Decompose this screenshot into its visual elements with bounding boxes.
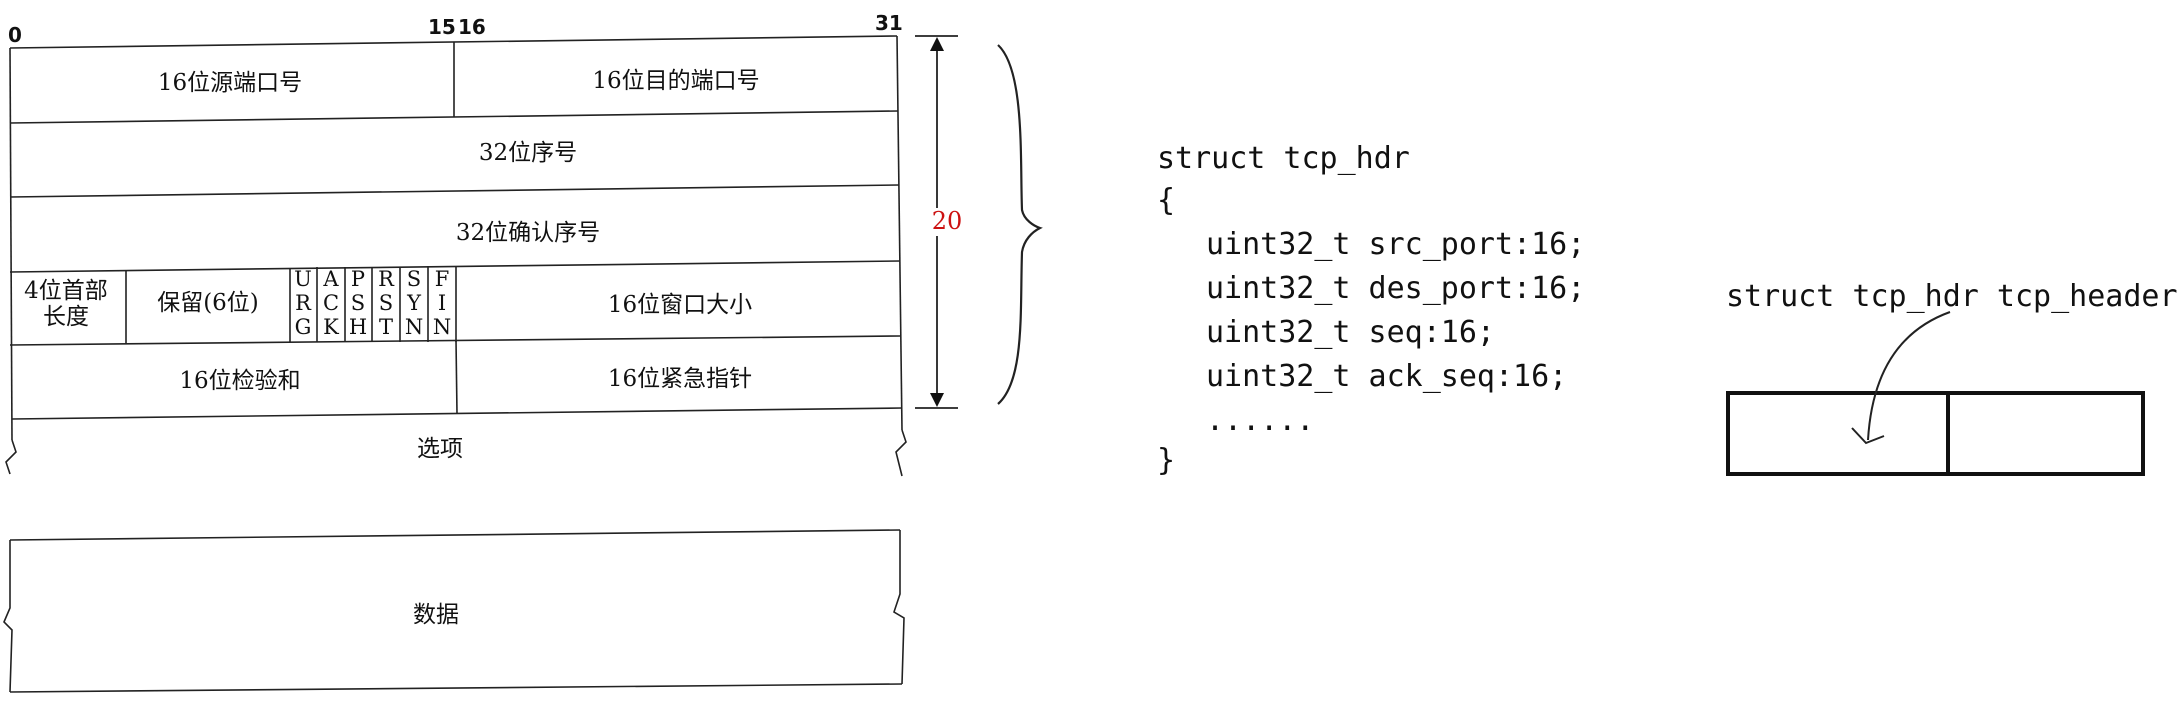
svg-text:I: I	[438, 291, 446, 315]
memory-layout-box	[1726, 391, 2145, 476]
svg-text:F: F	[435, 267, 450, 291]
code-line-7: ......	[1206, 403, 1314, 438]
field-destination-port: 16位目的端口号	[592, 68, 759, 94]
field-sequence-number: 32位序号	[479, 140, 577, 166]
svg-text:K: K	[323, 315, 339, 339]
svg-text:R: R	[295, 291, 312, 315]
svg-text:S: S	[351, 291, 365, 315]
svg-text:R: R	[378, 267, 395, 291]
flag-ack: A C K	[322, 267, 339, 339]
pointer-arrow	[1867, 311, 1951, 441]
flag-urg: U R G	[294, 267, 312, 339]
flag-fin: F I N	[433, 267, 451, 339]
flag-psh: P S H	[349, 267, 367, 339]
svg-text:N: N	[433, 315, 451, 339]
svg-text:T: T	[379, 315, 393, 339]
field-window-size: 16位窗口大小	[608, 292, 752, 318]
field-reserved: 保留(6位)	[157, 290, 259, 316]
header-size-dimension: 20	[915, 35, 963, 409]
svg-text:U: U	[294, 267, 312, 291]
field-options: 选项	[417, 436, 463, 462]
struct-declaration: struct tcp_hdr tcp_header;	[1726, 279, 2180, 314]
bit-label-15: 15	[428, 15, 456, 39]
field-data: 数据	[413, 602, 459, 628]
field-checksum: 16位检验和	[179, 368, 300, 394]
svg-text:S: S	[407, 267, 421, 291]
code-line-4: uint32_t des_port:16;	[1206, 271, 1585, 306]
pointer-arrowhead-icon	[1851, 427, 1885, 445]
code-line-8: }	[1157, 443, 1175, 478]
code-line-3: uint32_t src_port:16;	[1206, 227, 1585, 262]
options-row: 选项	[5, 429, 907, 477]
svg-text:A: A	[322, 267, 339, 291]
flag-syn: S Y N	[405, 267, 423, 339]
flag-rst: R S T	[378, 267, 395, 339]
memory-cell-1	[1726, 391, 1950, 476]
svg-text:H: H	[349, 315, 367, 339]
header-size-label: 20	[932, 207, 963, 235]
svg-text:P: P	[351, 267, 365, 291]
code-line-6: uint32_t ack_seq:16;	[1206, 359, 1567, 394]
field-header-length-line1: 4位首部	[24, 278, 108, 304]
field-header-length-line2: 长度	[43, 304, 89, 330]
struct-code-block: struct tcp_hdr { uint32_t src_port:16; u…	[1157, 141, 1585, 478]
bit-label-31: 31	[875, 11, 903, 35]
field-ack-number: 32位确认序号	[456, 220, 600, 246]
data-block	[3, 529, 905, 693]
field-source-port: 16位源端口号	[158, 70, 302, 96]
field-urgent-pointer: 16位紧急指针	[608, 366, 752, 392]
bit-label-16: 16	[458, 15, 486, 39]
svg-text:C: C	[323, 291, 339, 315]
svg-text:Y: Y	[406, 291, 422, 315]
svg-text:G: G	[295, 315, 312, 339]
tcp-header-table: 0 15 16 31 16	[3, 11, 907, 693]
code-line-5: uint32_t seq:16;	[1206, 315, 1495, 350]
bit-label-0: 0	[8, 23, 22, 47]
brace-icon	[997, 44, 1043, 405]
column-lines	[125, 42, 458, 415]
code-line-2: {	[1157, 183, 1175, 218]
memory-cell-2	[1946, 391, 2145, 476]
svg-text:S: S	[379, 291, 393, 315]
svg-text:N: N	[405, 315, 423, 339]
flag-columns: U R G A C K P S H R S T S Y N	[294, 267, 451, 339]
code-line-1: struct tcp_hdr	[1157, 141, 1410, 176]
